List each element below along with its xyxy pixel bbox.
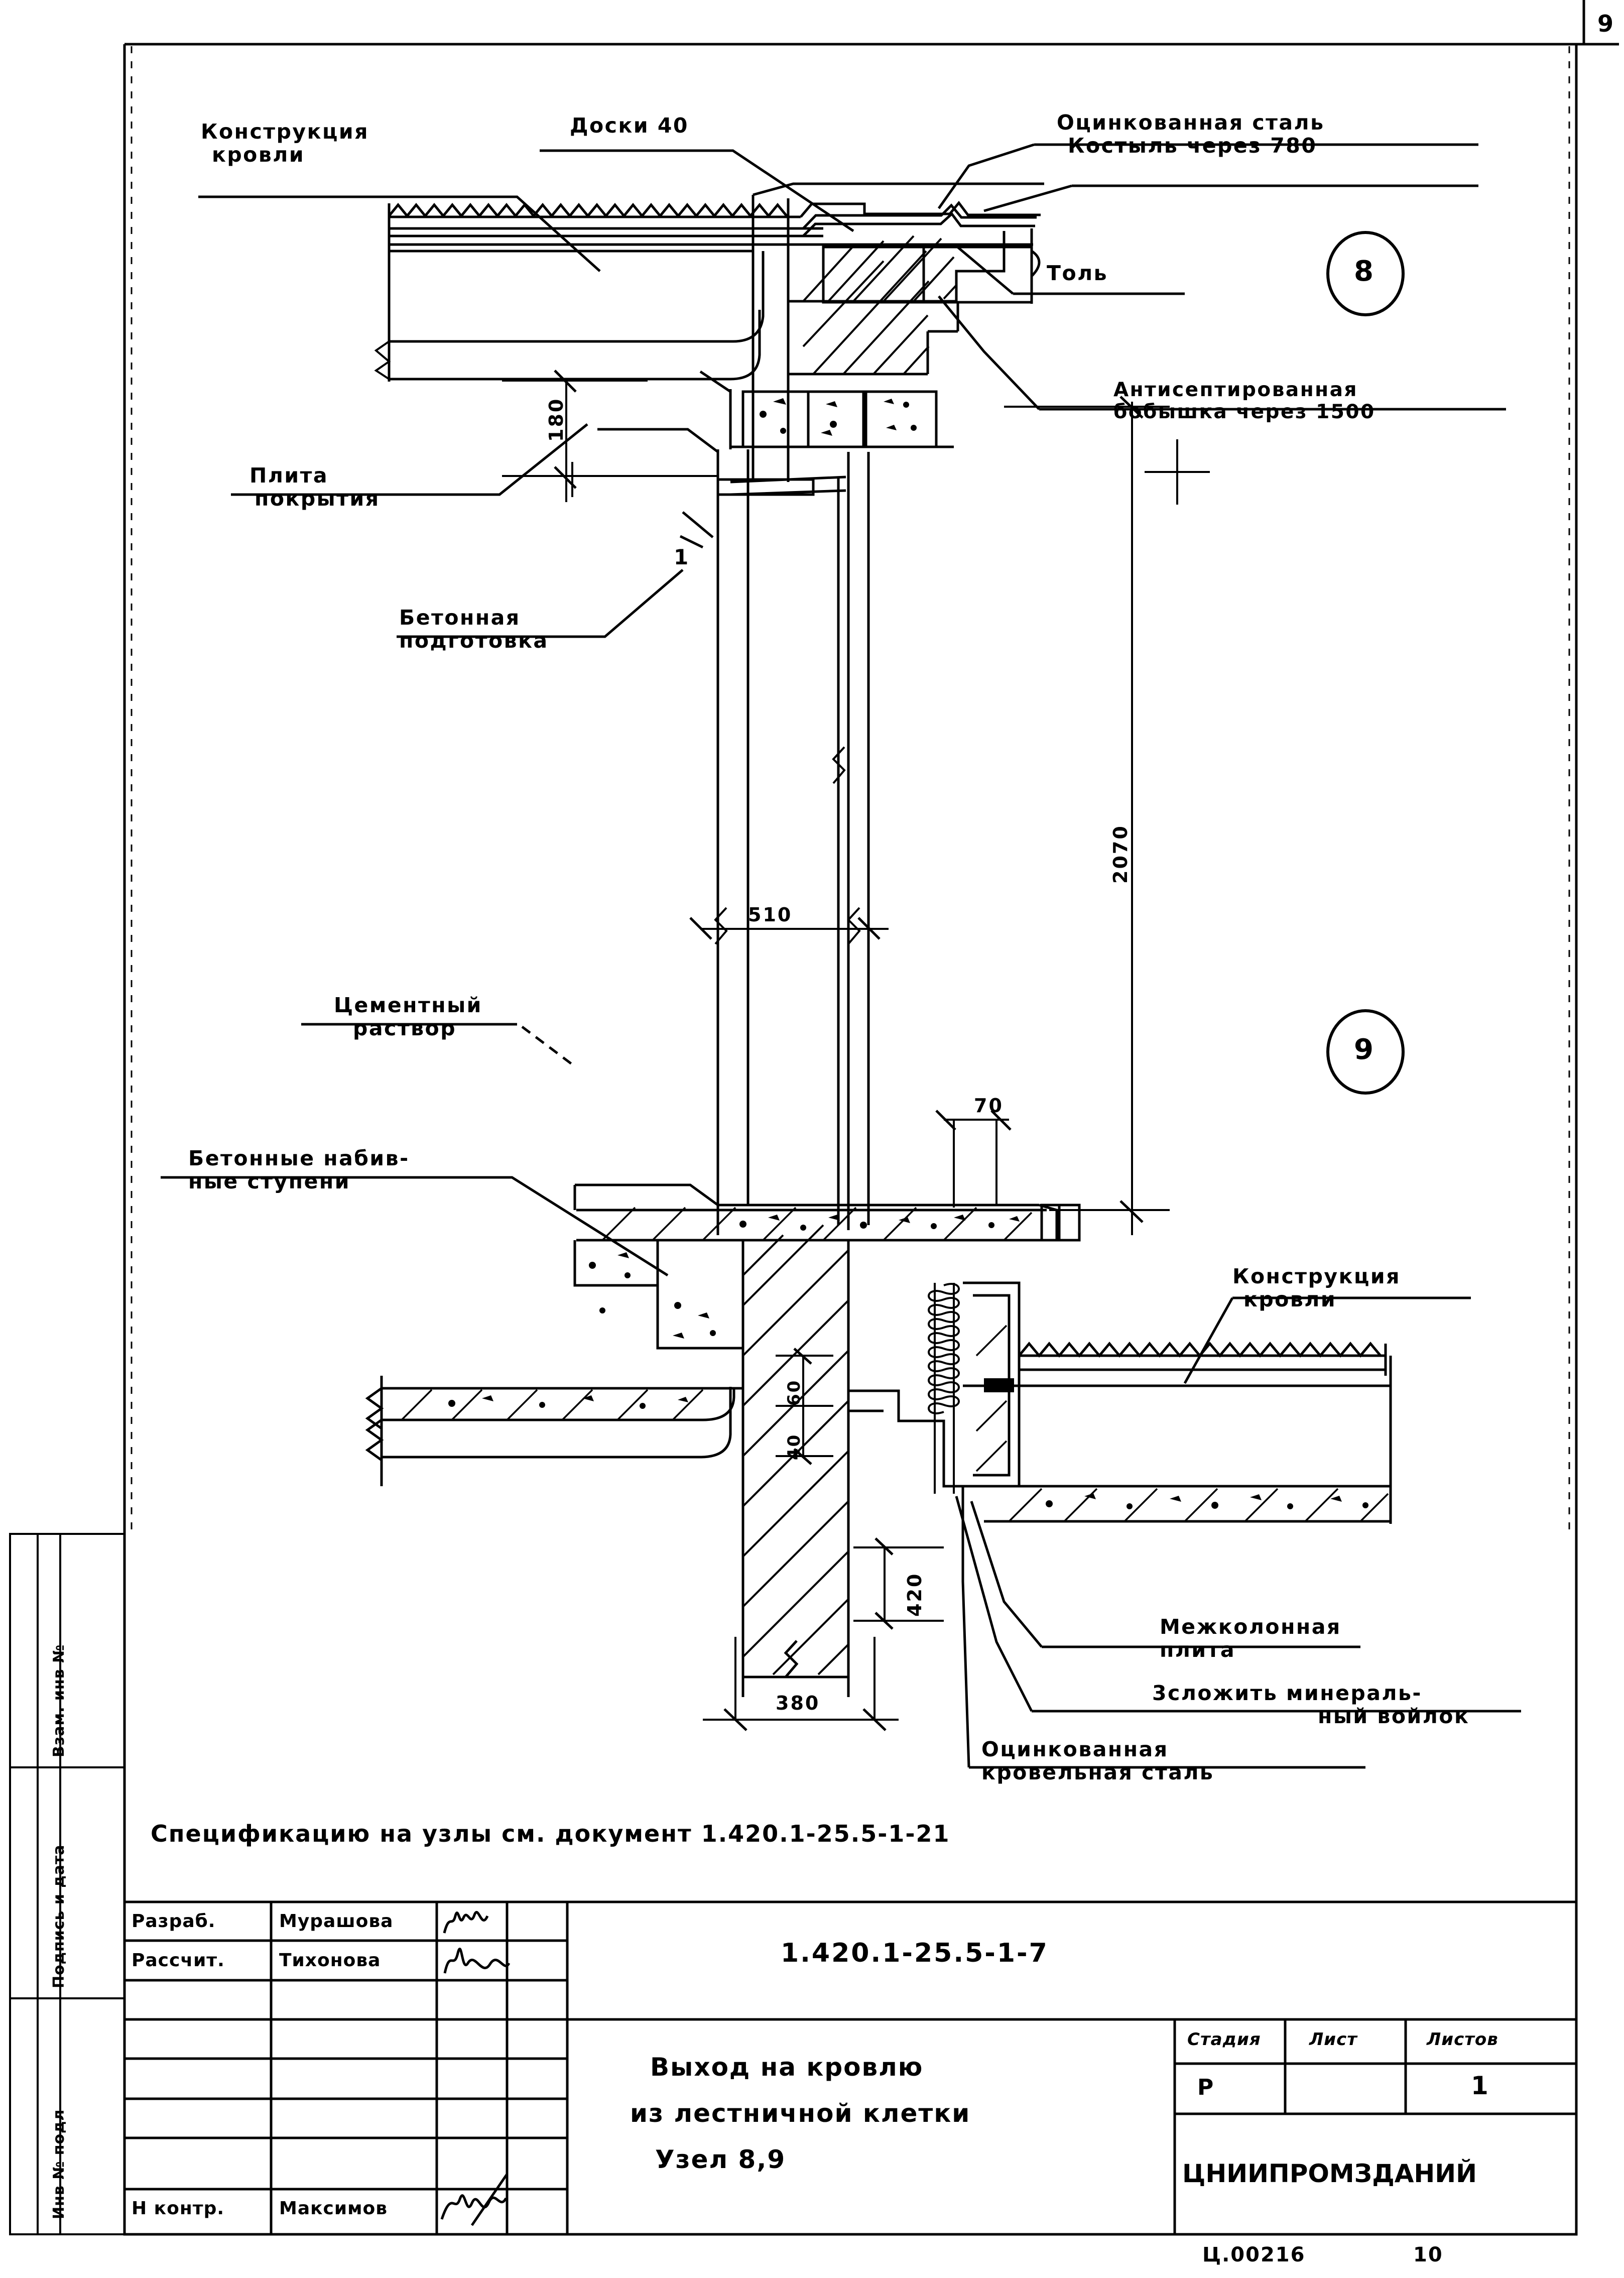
node-marker-9: 9 — [1354, 1033, 1373, 1066]
callout-mineralnyi-voilok: 3сложить минераль- ный войлок — [1152, 1682, 1469, 1728]
dimension-510: 510 — [748, 904, 793, 926]
callout-betonnaya-podgotovka: Бетонная подготовка — [399, 606, 549, 653]
callout-line-2: ный войлок — [1318, 1704, 1470, 1728]
callout-line-2: бобышка через 1500 — [1113, 400, 1376, 423]
title-row-role-6: Н контр. — [132, 2198, 225, 2219]
status-value-stadia: Р — [1197, 2075, 1214, 2100]
title-row-name-1: Тихонова — [279, 1950, 381, 1971]
dimension-2070: 2070 — [1109, 824, 1132, 884]
callout-line-2: ные ступени — [188, 1169, 350, 1193]
callout-konstrukciya-krovli-bottom: Конструкция кровли — [1232, 1265, 1401, 1311]
callout-line-1: Оцинкованная — [981, 1737, 1169, 1761]
dimension-180: 180 — [545, 397, 567, 442]
callout-line-1: Бетонная — [399, 606, 521, 630]
title-row-name-0: Мурашова — [279, 1911, 394, 1932]
callout-line-2: подготовка — [399, 628, 549, 653]
callout-line-1: Конструкция — [201, 119, 369, 144]
callout-line-1: 3сложить минераль- — [1152, 1681, 1422, 1705]
status-value-listov: 1 — [1471, 2071, 1489, 2100]
title-line-1: Выход на кровлю — [650, 2053, 924, 2082]
specification-note: Спецификацию на узлы см. документ 1.420.… — [151, 1820, 950, 1847]
callout-betonnye-nabivnye-stupeni: Бетонные набив- ные ступени — [188, 1147, 410, 1193]
status-header-listov: Листов — [1427, 2029, 1498, 2050]
side-label-inv-podl: Инв № подл — [50, 2109, 68, 2219]
status-header-stadia: Стадия — [1187, 2029, 1261, 2050]
dimension-slope-1: 1 — [674, 545, 690, 569]
title-line-2: из лестничной клетки — [630, 2099, 971, 2128]
callout-line-1: Межколонная — [1160, 1615, 1341, 1639]
page-number: 9 — [1597, 10, 1614, 37]
callout-ocinkovannaya-krovelnaya-stal: Оцинкованная кровельная сталь — [981, 1738, 1214, 1784]
callout-line-1: Бетонные набив- — [188, 1146, 410, 1170]
callout-line-1: Толь — [1047, 261, 1108, 285]
callout-line-1: Оцинкованная сталь — [1057, 110, 1325, 135]
callout-plita-pokrytia: Плита покрытия — [249, 464, 380, 511]
title-row-name-6: Максимов — [279, 2198, 388, 2219]
side-label-vzam-inv: Взам. инв № — [50, 1644, 68, 1757]
callout-mezhkolonnaya-plita: Межколонная плита — [1160, 1615, 1341, 1662]
callout-line-1: Конструкция — [1232, 1264, 1401, 1288]
side-label-podpis-i-data: Подпись и дата — [50, 1844, 68, 1988]
title-line-3: Узел 8,9 — [655, 2145, 786, 2174]
callout-line-2: кровли — [1243, 1287, 1337, 1311]
callout-line-1: Плита — [249, 463, 329, 488]
dimension-380: 380 — [776, 1692, 820, 1714]
title-row-role-1: Рассчит. — [132, 1950, 225, 1971]
callout-line-1: Антисептированная — [1113, 379, 1358, 401]
title-row-role-0: Разраб. — [132, 1911, 216, 1932]
callout-line-1: Доски 40 — [570, 113, 689, 138]
callout-line-2: кровли — [212, 142, 305, 167]
footer-number: 10 — [1413, 2243, 1443, 2266]
callout-line-2: Костыль через 780 — [1068, 133, 1317, 158]
callout-cementnyi-rastvor: Цементный раствор — [334, 994, 482, 1040]
dimension-70: 70 — [974, 1095, 1004, 1117]
callout-line-1: Цементный — [334, 993, 482, 1017]
callout-line-2: покрытия — [255, 486, 380, 511]
node-marker-8: 8 — [1354, 255, 1373, 288]
callout-doski-40: Доски 40 — [570, 114, 689, 138]
organization-name: ЦНИИПРОМЗДАНИЙ — [1182, 2159, 1477, 2188]
callout-line-2: раствор — [353, 1016, 457, 1040]
callout-konstrukciya-krovli-top: Конструкция кровли — [201, 119, 369, 167]
callout-antiseptirovannaya-bobyshka: Антисептированная бобышка через 1500 — [1113, 379, 1376, 423]
callout-line-2: кровельная сталь — [981, 1760, 1214, 1784]
callout-line-2: плита — [1160, 1637, 1236, 1662]
document-code: 1.420.1-25.5-1-7 — [781, 1938, 1049, 1968]
dimension-60: 60 — [784, 1379, 804, 1406]
status-header-list: Лист — [1309, 2029, 1357, 2050]
footer-code: Ц.00216 — [1202, 2243, 1306, 2266]
dimension-40: 40 — [784, 1433, 804, 1460]
callout-tol: Толь — [1047, 262, 1108, 285]
callout-ocinkovannaya-stal: Оцинкованная сталь Костыль через 780 — [1057, 111, 1325, 158]
dimension-420: 420 — [904, 1572, 926, 1617]
